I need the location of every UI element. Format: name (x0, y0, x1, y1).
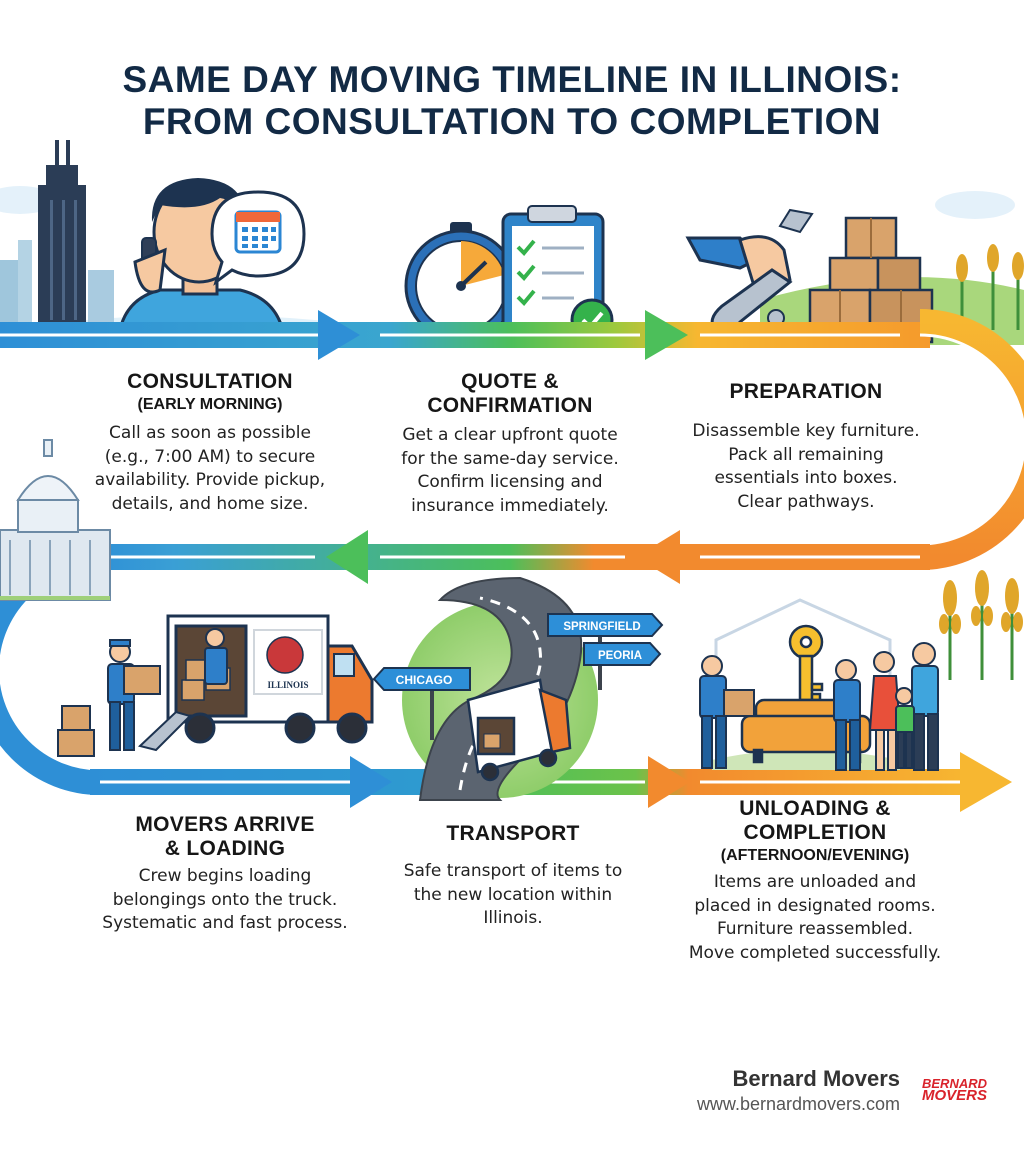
step-unloading-completion: UNLOADING & COMPLETION (AFTERNOON/EVENIN… (670, 797, 960, 965)
mover-icon (204, 628, 228, 685)
step-heading-line-2: CONFIRMATION (427, 394, 593, 417)
page-title-line-1: SAME DAY MOVING TIMELINE IN ILLINOIS: (122, 59, 902, 100)
step-description: Disassemble key furniture. Pack all rema… (666, 420, 946, 514)
desc-line: for the same-day service. (401, 448, 619, 469)
desc-line: Items are unloaded and (713, 872, 917, 892)
step-description: Call as soon as possible (e.g., 7:00 AM)… (70, 422, 350, 516)
step-heading-line-2: & LOADING (164, 837, 286, 860)
truck-label: ILLINOIS (267, 680, 308, 690)
desc-line: Illinois. (483, 908, 543, 928)
brand-logo: BERNARD MOVERS (922, 1076, 988, 1104)
step-heading: CONSULTATION (127, 370, 293, 393)
desc-line: Clear pathways. (737, 491, 875, 512)
sign-chicago (372, 667, 471, 691)
desc-line: (e.g., 7:00 AM) to secure (104, 446, 316, 467)
step-description: Crew begins loading belongings onto the … (80, 865, 370, 936)
brand-logo-text: BERNARD MOVERS (922, 1076, 988, 1104)
skyline-icon (0, 140, 114, 330)
brand-block: Bernard Movers www.bernardmovers.com (697, 1066, 900, 1115)
brand-logo-line-2: MOVERS (922, 1087, 988, 1104)
calendar-icon (210, 190, 306, 286)
step-consultation: CONSULTATION (EARLY MORNING) Call as soo… (70, 370, 350, 516)
step-heading-line-1: UNLOADING & (739, 797, 891, 820)
brand-name: Bernard Movers (732, 1066, 900, 1091)
desc-line: details, and home size. (111, 493, 309, 514)
boxes-icon (57, 705, 95, 757)
desc-line: Safe transport of items to (403, 861, 623, 881)
step-description: Get a clear upfront quote for the same-d… (370, 424, 650, 518)
step-heading-line-2: COMPLETION (743, 821, 887, 844)
desc-line: placed in designated rooms. (694, 895, 936, 916)
desc-line: the new location within (413, 884, 613, 905)
step-quote-confirmation: QUOTE & CONFIRMATION Get a clear upfront… (370, 370, 650, 518)
desc-line: Disassemble key furniture. (692, 421, 920, 441)
step-heading: TRANSPORT (446, 822, 580, 845)
page-title-line-2: FROM CONSULTATION TO COMPLETION (142, 101, 882, 142)
step-description: Safe transport of items to the new locat… (378, 860, 648, 931)
key-icon (788, 624, 824, 702)
family-icon (868, 642, 939, 771)
step-heading: PREPARATION (729, 380, 883, 403)
desc-line: insurance immediately. (411, 495, 609, 516)
desc-line: belongings onto the truck. (112, 889, 338, 910)
wheat-icon (939, 570, 1023, 680)
step-transport: TRANSPORT Safe transport of items to the… (378, 822, 648, 931)
desc-line: Crew begins loading (138, 866, 312, 886)
step-subheading: (AFTERNOON/EVENING) (720, 847, 910, 864)
truck-icon (137, 614, 374, 752)
checklist-icon (501, 205, 614, 342)
road-signs: CHICAGO SPRINGFIELD PEORIA (372, 613, 664, 740)
step-movers-arrive-loading: MOVERS ARRIVE & LOADING Crew begins load… (80, 813, 370, 936)
truck-icon (466, 678, 572, 782)
sign-chicago-label: CHICAGO (396, 673, 453, 687)
desc-line: Confirm licensing and (417, 472, 603, 492)
desc-line: availability. Provide pickup, (94, 470, 326, 490)
wrench-icon (685, 208, 814, 341)
mover-icon (699, 655, 861, 771)
desc-line: Pack all remaining (728, 444, 884, 465)
step-preparation: PREPARATION Disassemble key furniture. P… (666, 380, 946, 514)
step-heading-line-1: MOVERS ARRIVE (135, 813, 315, 836)
step-description: Items are unloaded and placed in designa… (670, 871, 960, 965)
sign-peoria (583, 642, 662, 666)
brand-logo-line-1: BERNARD (922, 1076, 987, 1091)
timeline-arrow-1 (0, 310, 930, 360)
sign-springfield-label: SPRINGFIELD (563, 621, 640, 633)
desc-line: Furniture reassembled. (716, 919, 914, 939)
desc-line: Get a clear upfront quote (402, 425, 618, 445)
sign-springfield (547, 613, 664, 637)
timeline-arrow-turn-right (919, 309, 1024, 570)
timeline-arrow-2 (90, 530, 930, 584)
brand-url[interactable]: www.bernardmovers.com (696, 1094, 900, 1114)
desc-line: essentials into boxes. (714, 468, 898, 488)
step-subheading: (EARLY MORNING) (137, 396, 283, 413)
desc-line: Systematic and fast process. (102, 913, 348, 933)
desc-line: Call as soon as possible (109, 423, 311, 443)
sign-peoria-label: PEORIA (598, 650, 642, 662)
step-heading-line-1: QUOTE & (461, 370, 559, 393)
mover-icon (107, 639, 161, 751)
desc-line: Move completed successfully. (688, 942, 942, 963)
